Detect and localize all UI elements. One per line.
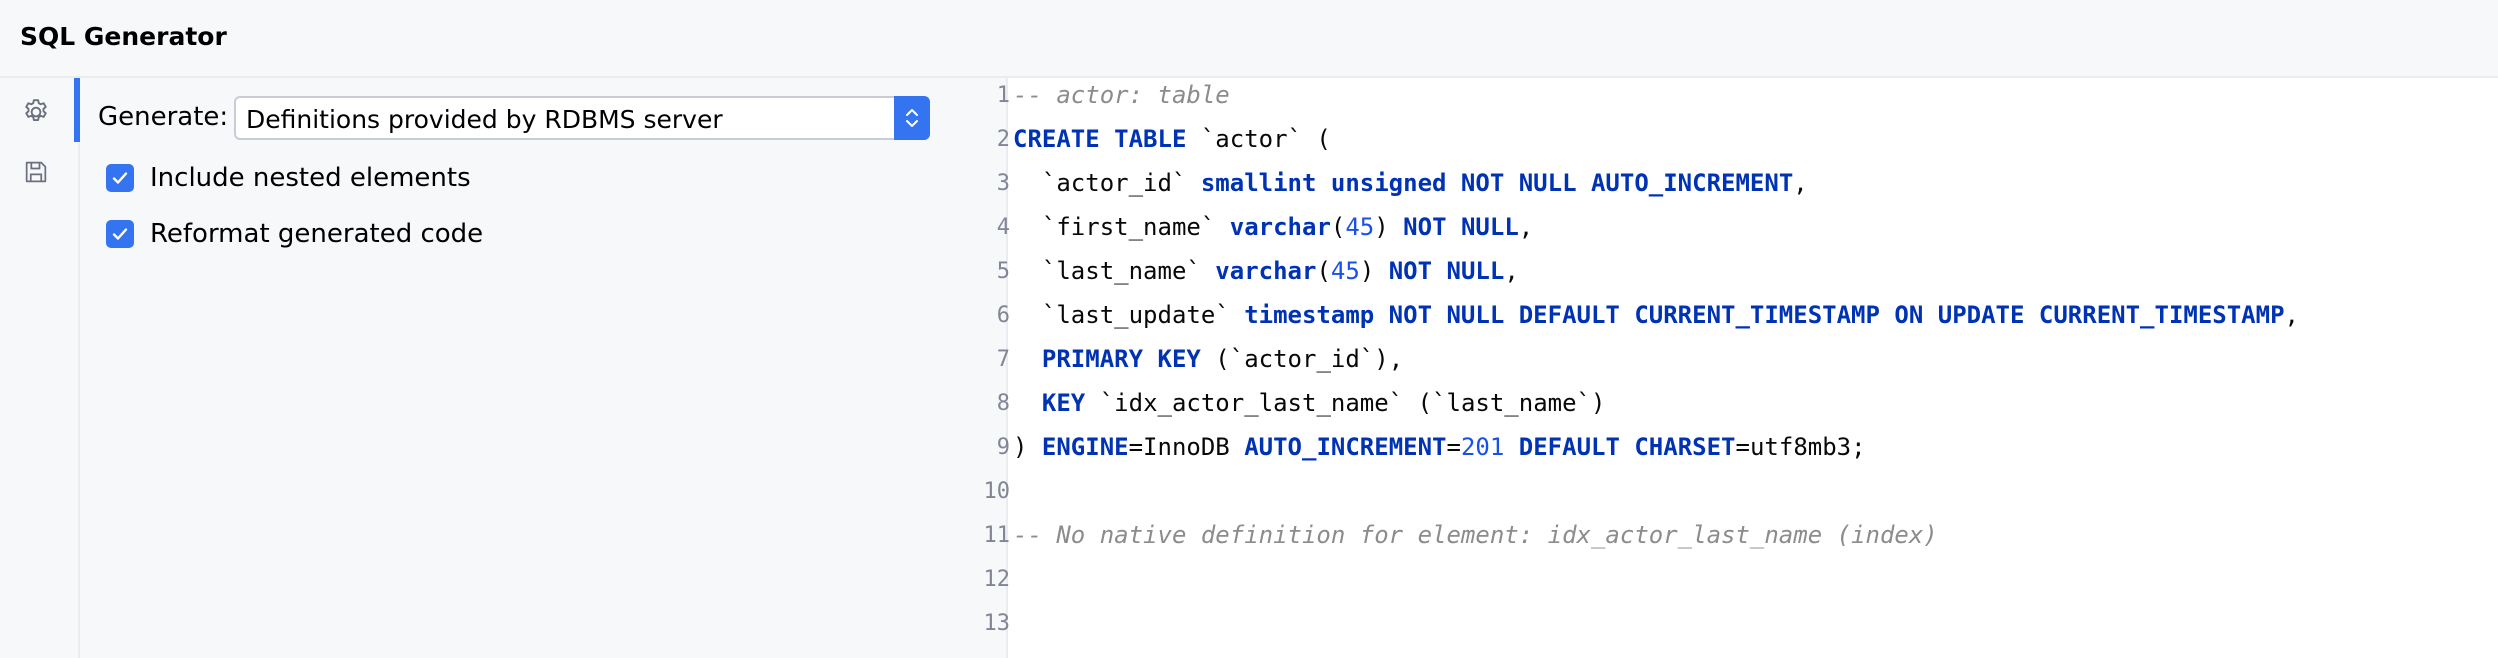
- updown-chevron-icon: [906, 109, 918, 127]
- settings-button[interactable]: [18, 94, 54, 130]
- sql-text: ): [1374, 213, 1404, 241]
- sql-text: `idx_actor_last_name` (`last_name`): [1085, 389, 1606, 417]
- sql-keyword: CREATE TABLE: [1013, 125, 1187, 153]
- sql-keyword: AUTO_INCREMENT: [1244, 433, 1447, 461]
- sql-text: =: [1446, 433, 1461, 461]
- sql-comment: -- No native definition for element: idx…: [1013, 521, 1938, 549]
- line-number: 10: [983, 479, 1011, 504]
- sql-keyword: ENGINE: [1041, 433, 1129, 461]
- settings-panel: Generate: Definitions provided by RDBMS …: [80, 78, 1006, 658]
- code-line[interactable]: -- No native definition for element: idx…: [1013, 521, 1938, 549]
- sql-text: =InnoDB: [1128, 433, 1245, 461]
- line-number: 9: [996, 435, 1010, 460]
- sql-text: (`actor_id`),: [1200, 345, 1404, 373]
- line-number: 1: [996, 83, 1010, 108]
- line-number: 13: [983, 611, 1011, 636]
- include-nested-label: Include nested elements: [150, 163, 471, 193]
- sql-text: ,: [1504, 257, 1519, 285]
- sql-number: 45: [1345, 213, 1375, 241]
- generate-label: Generate:: [98, 102, 229, 132]
- code-line[interactable]: PRIMARY KEY (`actor_id`),: [1013, 345, 1403, 373]
- sql-comment: -- actor: table: [1013, 81, 1230, 109]
- sql-text: (: [1316, 257, 1331, 285]
- code-line[interactable]: CREATE TABLE `actor` (: [1013, 125, 1331, 153]
- line-number: 12: [983, 567, 1011, 592]
- checkmark-icon: [112, 228, 128, 240]
- sql-text: `actor` (: [1186, 125, 1331, 153]
- reformat-code-checkbox[interactable]: [106, 220, 134, 248]
- title-bar: SQL Generator: [0, 0, 2498, 78]
- sql-keyword: PRIMARY KEY: [1041, 345, 1201, 373]
- sql-keyword: NOT NULL: [1388, 257, 1505, 285]
- sql-text: ): [1359, 257, 1389, 285]
- generate-combobox[interactable]: Definitions provided by RDBMS server: [234, 96, 930, 140]
- generate-combobox-value: Definitions provided by RDBMS server: [246, 105, 723, 134]
- line-number: 5: [996, 259, 1010, 284]
- sql-text: [1504, 433, 1518, 461]
- sql-keyword: smallint unsigned NOT NULL AUTO_INCREMEN…: [1200, 169, 1794, 197]
- line-number: 6: [996, 303, 1010, 328]
- reformat-code-label: Reformat generated code: [150, 219, 484, 249]
- sql-keyword: DEFAULT CHARSET: [1518, 433, 1736, 461]
- sql-text: [1013, 389, 1042, 417]
- sql-number: 201: [1460, 433, 1505, 461]
- side-toolbar: [0, 78, 80, 658]
- sql-text: (: [1330, 213, 1346, 241]
- code-line[interactable]: ) ENGINE=InnoDB AUTO_INCREMENT=201 DEFAU…: [1013, 433, 1866, 461]
- sql-text: ,: [1518, 213, 1534, 241]
- sql-text: [1013, 345, 1042, 373]
- sql-text: =utf8mb3;: [1735, 433, 1866, 461]
- checkmark-icon: [112, 172, 128, 184]
- sql-keyword: KEY: [1041, 389, 1086, 417]
- line-number: 7: [996, 347, 1010, 372]
- code-line[interactable]: `last_update` timestamp NOT NULL DEFAULT…: [1013, 301, 2299, 329]
- window-title: SQL Generator: [20, 22, 227, 51]
- code-line[interactable]: `first_name` varchar(45) NOT NULL,: [1013, 213, 1533, 241]
- sql-text: `last_name`: [1013, 257, 1216, 285]
- line-number: 2: [996, 127, 1010, 152]
- include-nested-option[interactable]: Include nested elements: [106, 160, 471, 196]
- line-number: 3: [996, 171, 1010, 196]
- sql-text: ,: [2284, 301, 2299, 329]
- code-line[interactable]: KEY `idx_actor_last_name` (`last_name`): [1013, 389, 1606, 417]
- sql-text: `last_update`: [1013, 301, 1245, 329]
- include-nested-checkbox[interactable]: [106, 164, 134, 192]
- sql-keyword: varchar: [1229, 213, 1331, 241]
- code-line[interactable]: `actor_id` smallint unsigned NOT NULL AU…: [1013, 169, 1808, 197]
- reformat-code-option[interactable]: Reformat generated code: [106, 216, 483, 252]
- save-button[interactable]: [18, 154, 54, 190]
- combobox-arrows-icon[interactable]: [894, 96, 930, 140]
- sql-number: 45: [1330, 257, 1360, 285]
- focus-indicator: [74, 78, 80, 142]
- sql-text: `actor_id`: [1013, 169, 1201, 197]
- line-number: 4: [996, 215, 1010, 240]
- sql-keyword: varchar: [1215, 257, 1317, 285]
- line-number: 8: [996, 391, 1010, 416]
- sql-keyword: NOT NULL: [1403, 213, 1519, 241]
- gear-icon: [25, 99, 47, 121]
- sql-text: ): [1013, 433, 1042, 461]
- code-line[interactable]: `last_name` varchar(45) NOT NULL,: [1013, 257, 1519, 285]
- line-number: 11: [983, 523, 1011, 548]
- code-line[interactable]: -- actor: table: [1013, 81, 1230, 109]
- sql-keyword: timestamp NOT NULL DEFAULT CURRENT_TIMES…: [1244, 301, 2285, 329]
- save-icon: [25, 161, 47, 183]
- sql-text: ,: [1793, 169, 1808, 197]
- sql-text: `first_name`: [1013, 213, 1230, 241]
